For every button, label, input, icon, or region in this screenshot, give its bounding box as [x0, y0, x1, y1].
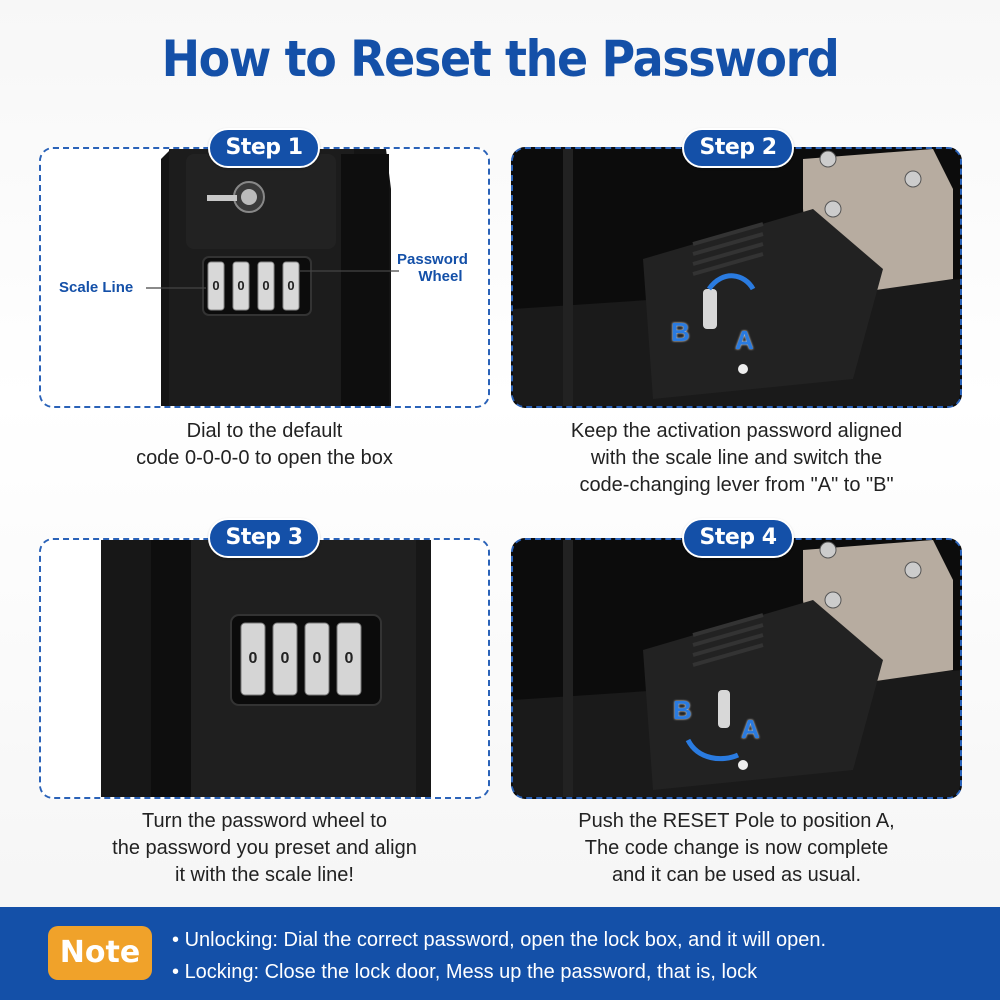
step-1-badge: Step 1 — [208, 128, 320, 168]
note-list: Unlocking: Dial the correct password, op… — [172, 924, 826, 988]
page-title: How to Reset the Password — [161, 30, 840, 88]
dial-digit: 0 — [212, 278, 220, 293]
lock-mechanism-illustration — [513, 149, 960, 406]
step-4-image: B A — [511, 538, 962, 799]
step-3-caption: Turn the password wheel to the password … — [39, 808, 490, 889]
step-3-caption-line: it with the scale line! — [175, 864, 354, 886]
position-b-label: B — [671, 317, 690, 347]
dial-digit: 0 — [312, 650, 322, 667]
step-4-caption-line: and it can be used as usual. — [611, 864, 862, 886]
dial-digit: 0 — [262, 278, 270, 293]
lock-dial-closeup-illustration — [41, 540, 488, 797]
step-2-image: B A — [511, 147, 962, 408]
step-2-caption: Keep the activation password aligned wit… — [511, 418, 962, 499]
step-4-caption-line: The code change is now complete — [584, 837, 889, 859]
step-1-caption-line: code 0-0-0-0 to open the box — [136, 447, 393, 469]
step-1-caption-line: Dial to the default — [186, 420, 343, 442]
dial-digits: 0 0 0 0 — [208, 278, 300, 293]
position-b-label: B — [673, 695, 692, 725]
step-3-badge: Step 3 — [208, 518, 320, 558]
lock-box-front-illustration — [41, 149, 488, 406]
step-3-image: 0 0 0 0 — [39, 538, 490, 799]
dial-digit: 0 — [287, 278, 295, 293]
step-2-caption-line: code-changing lever from "A" to "B" — [579, 474, 894, 496]
dial-digit: 0 — [280, 650, 290, 667]
dial-digit: 0 — [248, 650, 258, 667]
password-wheel-callout-line-2: Wheel — [418, 268, 463, 285]
scale-line-callout: Scale Line — [59, 279, 134, 296]
note-badge: Note — [48, 926, 152, 980]
note-item-locking: Locking: Close the lock door, Mess up th… — [172, 956, 826, 988]
step-1-image: Scale Line Password Wheel 0 0 0 0 — [39, 147, 490, 408]
step-1-caption: Dial to the default code 0-0-0-0 to open… — [39, 418, 490, 472]
lock-mechanism-reset-illustration — [513, 540, 960, 797]
dial-digits: 0 0 0 0 — [241, 650, 365, 668]
dial-digit: 0 — [344, 650, 354, 667]
dial-digit: 0 — [237, 278, 245, 293]
step-4-caption-line: Push the RESET Pole to position A, — [578, 810, 895, 832]
password-wheel-callout-line-1: Password — [397, 251, 468, 268]
step-3-caption-line: the password you preset and align — [112, 837, 417, 859]
password-wheel-callout: Password Wheel — [397, 251, 468, 285]
note-item-unlocking: Unlocking: Dial the correct password, op… — [172, 924, 826, 956]
step-4-caption: Push the RESET Pole to position A, The c… — [511, 808, 962, 889]
step-2-caption-line: Keep the activation password aligned — [570, 420, 903, 442]
step-3-caption-line: Turn the password wheel to — [142, 810, 387, 832]
step-2-caption-line: with the scale line and switch the — [590, 447, 883, 469]
position-a-label: A — [741, 714, 760, 744]
position-a-label: A — [735, 325, 754, 355]
step-2-badge: Step 2 — [682, 128, 794, 168]
step-4-badge: Step 4 — [682, 518, 794, 558]
